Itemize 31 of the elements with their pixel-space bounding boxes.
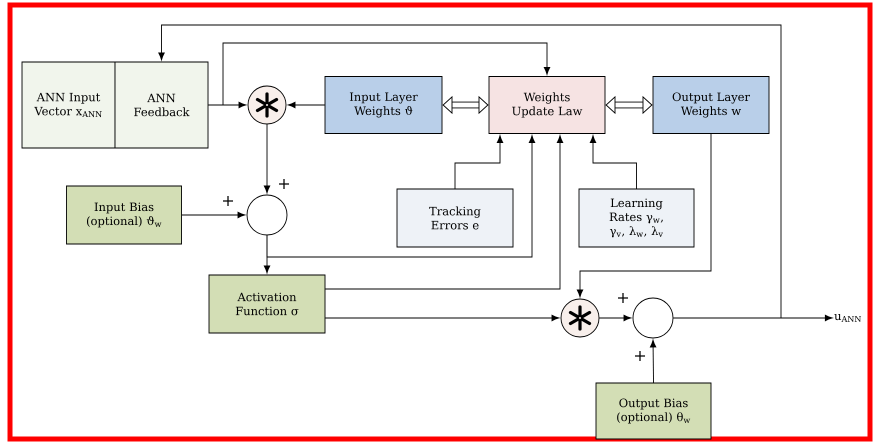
process-box: Output Layer Weights w <box>652 76 770 134</box>
arrow <box>599 314 632 322</box>
output-label: u$_{ANN}$ <box>834 314 862 322</box>
process-box: ANN Feedback <box>114 62 208 148</box>
plus-sign: + <box>223 196 234 206</box>
summing-junction <box>632 298 674 338</box>
process-box: Input Layer Weights ϑ <box>324 76 442 134</box>
arrow <box>325 135 564 290</box>
arrow <box>590 135 637 189</box>
arrow <box>288 102 325 108</box>
plus-sign: + <box>635 350 646 361</box>
arrow <box>325 314 560 322</box>
process-box: ANN Input Vector x$_{ANN}$ <box>22 62 116 148</box>
multiplier-circle <box>248 86 286 124</box>
summing-junction <box>246 194 288 236</box>
plus-sign: + <box>279 179 290 189</box>
arrow <box>182 212 246 218</box>
arrow <box>266 135 536 258</box>
arrow <box>454 135 504 189</box>
arrow <box>576 134 712 298</box>
process-box: Activation Function σ <box>208 274 326 334</box>
process-box: Input Bias (optional) ϑ$_{w}$ <box>66 186 182 244</box>
arrow <box>158 24 782 318</box>
plus-sign: + <box>618 292 628 303</box>
process-box: Weights Update Law <box>488 76 606 134</box>
process-box: Tracking Errors e <box>396 188 514 248</box>
arrow <box>650 340 656 383</box>
multiplier-circle <box>560 298 600 338</box>
process-box: Output Bias (optional) θ$_{w}$ <box>596 382 712 440</box>
arrow <box>264 124 270 194</box>
process-box: Learning Rates γ$_{w}$, γ$_{v}$, λ$_{w}$, λ$_{v}$ <box>578 188 694 248</box>
